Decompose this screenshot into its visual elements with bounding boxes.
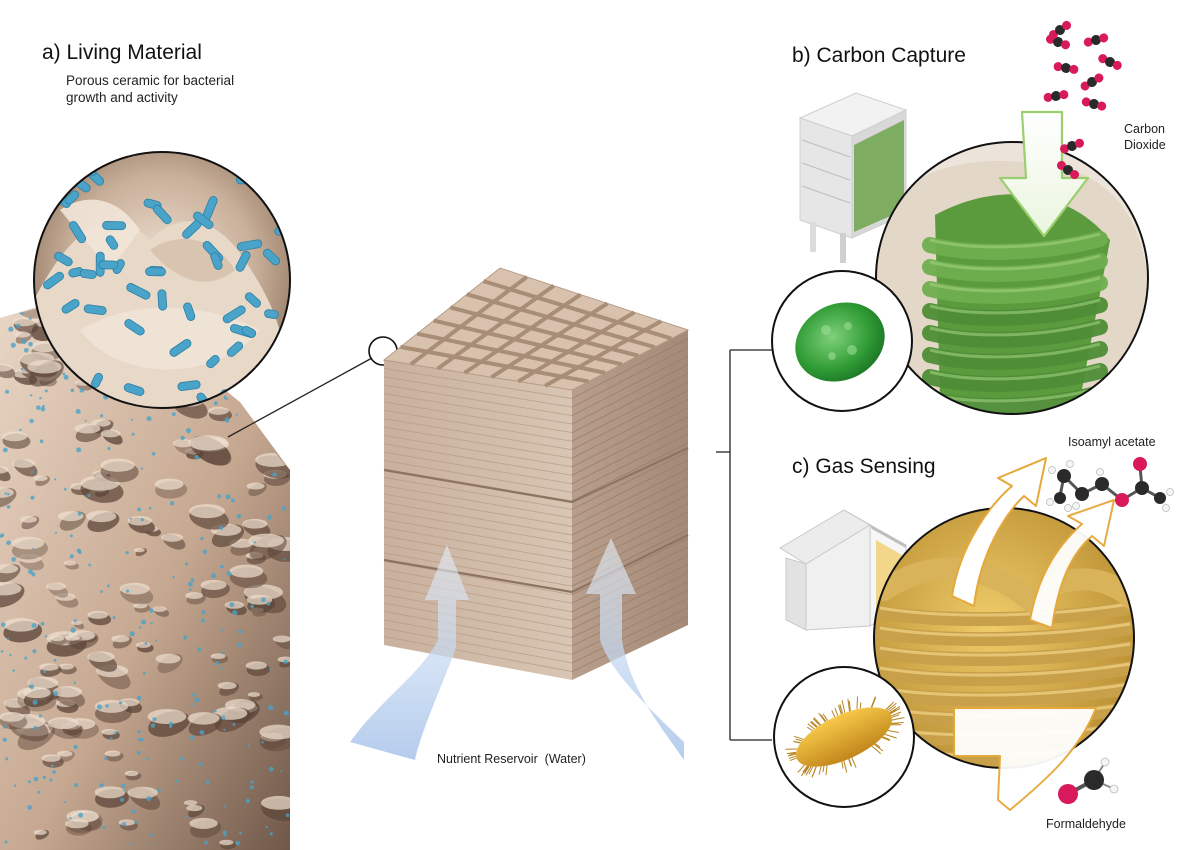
panel-b-title: b) Carbon Capture: [792, 44, 966, 67]
microscope-inset: [33, 151, 291, 409]
panel-a-subtitle: Porous ceramic for bacterial growth and …: [66, 73, 235, 105]
nutrient-reservoir-label: Nutrient Reservoir (Water): [437, 752, 586, 766]
air-purifier-tower: [798, 92, 908, 263]
isoamyl-acetate-outflow-arrow-2: [1029, 499, 1115, 629]
panel-c-title: c) Gas Sensing: [792, 455, 936, 478]
panel-a-title: a) Living Material: [42, 41, 202, 64]
carbon-capture-inset: [875, 141, 1149, 415]
algae-cell-inset: [771, 270, 913, 412]
nutrient-arrow-right: [586, 538, 684, 760]
formaldehyde-label: Formaldehyde: [1046, 817, 1126, 831]
formaldehyde-inflow-arrow: [953, 707, 1097, 811]
ceramic-block: [382, 267, 690, 680]
gas-sensing-inset: [873, 507, 1135, 769]
isoamyl-acetate-label: Isoamyl acetate: [1068, 435, 1156, 449]
carbon-dioxide-label-line2: Dioxide: [1124, 138, 1166, 152]
co2-inflow-arrow: [998, 110, 1090, 238]
co2-molecules: [1043, 20, 1122, 180]
yeast-cell-inset: [773, 666, 915, 808]
nutrient-arrow-left: [350, 545, 469, 760]
isoamyl-acetate-outflow-arrow: [951, 457, 1047, 607]
formaldehyde-molecule: [1058, 757, 1119, 804]
carbon-dioxide-label-line1: Carbon: [1124, 122, 1165, 136]
bracket-connector: [716, 349, 772, 741]
isoamyl-acetate-molecule: [1046, 457, 1174, 512]
